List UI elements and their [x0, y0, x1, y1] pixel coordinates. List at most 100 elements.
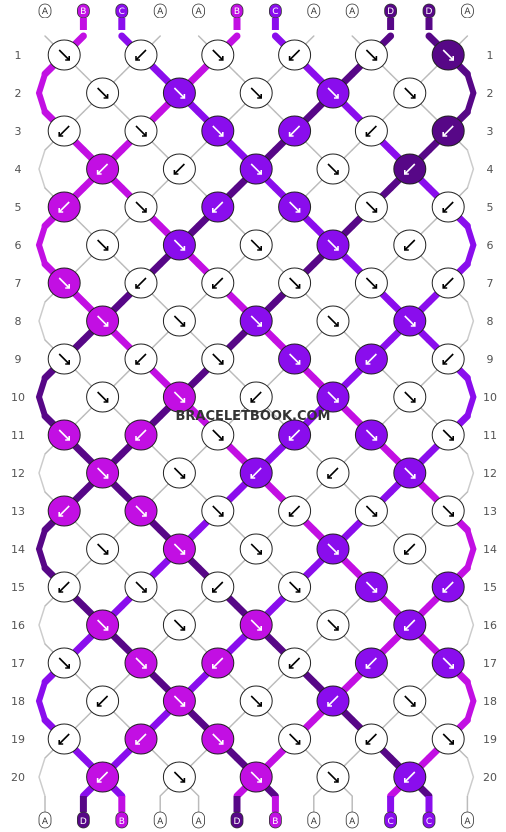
end-strand [153, 811, 167, 829]
knot-arrow-icon [442, 657, 454, 669]
knot-arrow-icon [327, 467, 339, 479]
start-strand-label: A [196, 7, 203, 17]
knot-arrow-head-icon [103, 626, 109, 631]
knot-arrow-icon [404, 771, 416, 783]
knot-arrow-icon [365, 353, 377, 365]
knot-arrow-head-icon [58, 588, 64, 593]
row-label-right: 15 [483, 581, 497, 594]
knot-arrow-icon [135, 505, 147, 517]
knot-arrow-icon [365, 125, 377, 137]
knot-arrow-head-icon [257, 246, 263, 251]
knot-arrow-head-icon [449, 512, 455, 517]
knot-arrow-icon [173, 771, 185, 783]
knot-arrow-head-icon [442, 284, 448, 289]
knot-arrow-head-icon [403, 550, 409, 555]
end-strand [38, 811, 52, 829]
knot-arrow-icon [442, 277, 454, 289]
end-strand-label: A [42, 817, 49, 827]
knot-arrow-head-icon [295, 284, 301, 289]
start-strand-label: C [272, 7, 278, 17]
row-label-left: 10 [11, 391, 25, 404]
knot-arrow-icon [327, 163, 339, 175]
end-strand-label: C [426, 817, 432, 827]
knot-arrow-icon [58, 125, 70, 137]
knot-arrow-icon [327, 619, 339, 631]
edge-strand [38, 757, 46, 797]
end-strand-label: A [311, 817, 318, 827]
end-strand-label: A [196, 817, 203, 827]
row-label-left: 6 [15, 239, 22, 252]
end-strand [192, 811, 206, 829]
knot-arrow-head-icon [65, 436, 70, 441]
knot-arrow-head-icon [180, 474, 186, 479]
knot-arrow-icon [327, 239, 339, 251]
knot-arrow-icon [365, 733, 377, 745]
knot-arrow-icon [365, 201, 377, 213]
knot-arrow-head-icon [212, 664, 217, 669]
knot-arrow-head-icon [58, 740, 64, 745]
end-strand-label: D [234, 817, 241, 827]
knot-arrow-icon [173, 87, 185, 99]
knot-arrow-icon [212, 201, 224, 213]
knot-arrow-head-icon [403, 246, 409, 251]
knot-arrow-head-icon [442, 588, 448, 593]
knot-arrow-icon [365, 581, 377, 593]
knot-arrow-head-icon [449, 664, 455, 669]
knot-arrow-icon [212, 733, 224, 745]
knot-arrow-icon [365, 657, 377, 669]
knot-arrow-icon [327, 315, 339, 327]
knot-arrow-head-icon [372, 56, 378, 61]
knot-arrow-head-icon [218, 512, 224, 517]
edge-strand [38, 605, 46, 645]
knot-arrow-icon [250, 239, 262, 251]
knot-arrow-head-icon [212, 588, 217, 593]
knot-arrow-icon [212, 277, 224, 289]
row-label-left: 8 [15, 315, 22, 328]
end-strand [268, 811, 282, 829]
knot-arrow-head-icon [372, 436, 378, 441]
knot-arrow-head-icon [365, 740, 371, 745]
knot-arrow-head-icon [96, 702, 102, 707]
knot-arrow-icon [97, 543, 109, 555]
knot-arrow-icon [327, 87, 339, 99]
knot-arrow-head-icon [103, 246, 109, 251]
start-strand-label: D [387, 7, 394, 17]
knot-arrow-head-icon [365, 132, 371, 137]
knot-arrow-icon [404, 239, 416, 251]
knot-arrow-icon [97, 695, 109, 707]
start-strand-label: A [311, 7, 318, 17]
knot-arrow-head-icon [334, 778, 339, 783]
knot-arrow-icon [442, 581, 454, 593]
knot-arrow-icon [58, 353, 70, 365]
knot-arrow-head-icon [334, 94, 339, 99]
knot-arrow-head-icon [180, 550, 186, 555]
row-label-right: 4 [487, 163, 494, 176]
knot-arrow-head-icon [173, 170, 179, 175]
start-strand-label: A [42, 7, 49, 17]
knot-arrow-head-icon [288, 664, 294, 669]
end-strand [422, 811, 436, 829]
knot-arrow-head-icon [403, 170, 409, 175]
edge-strand [35, 529, 48, 569]
row-label-left: 19 [11, 733, 25, 746]
knot-arrow-head-icon [135, 56, 140, 61]
knot-arrow-head-icon [135, 436, 140, 441]
knot-arrow-head-icon [257, 550, 263, 555]
knot-arrow-icon [365, 429, 377, 441]
knot-arrow-head-icon [410, 398, 416, 403]
end-strand [77, 811, 90, 829]
knot-arrow-icon [289, 277, 301, 289]
edge-strand [38, 149, 46, 189]
knot-arrow-head-icon [103, 550, 109, 555]
knot-arrow-icon [173, 467, 185, 479]
knot-arrow-icon [404, 315, 416, 327]
edge-strand [464, 225, 477, 265]
knot-arrow-head-icon [96, 778, 102, 783]
knot-arrow-icon [97, 467, 109, 479]
knot-arrow-head-icon [135, 284, 140, 289]
knot-arrow-icon [173, 163, 185, 175]
knot-arrow-head-icon [334, 550, 339, 555]
knot-arrow-head-icon [288, 436, 294, 441]
knot-arrow-icon [97, 619, 109, 631]
knot-arrow-head-icon [410, 702, 416, 707]
